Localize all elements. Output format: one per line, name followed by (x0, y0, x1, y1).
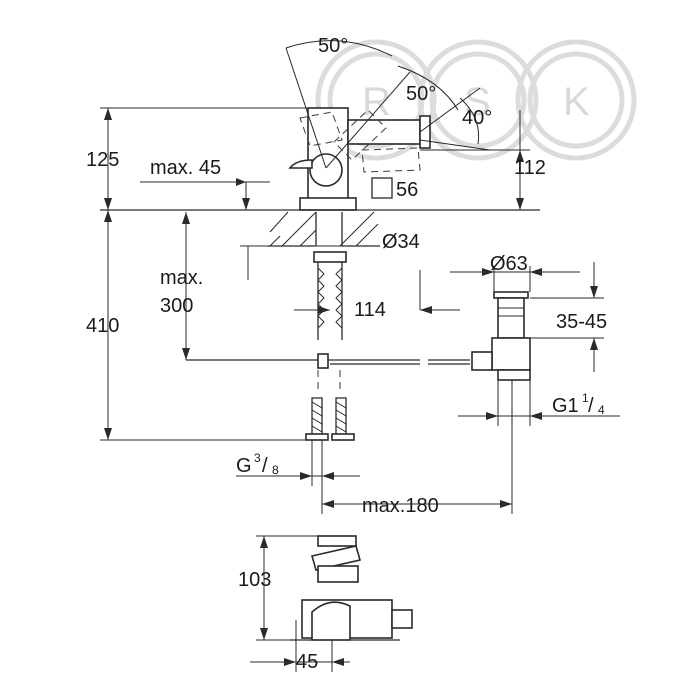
watermark-letter-r: R (362, 80, 391, 124)
spout-aerator (419, 115, 431, 149)
tap-lever-hub (309, 153, 343, 187)
label-g38: G (236, 455, 252, 477)
label-g38-numerator: 3 (254, 451, 261, 465)
label-square-56: 56 (396, 179, 418, 201)
label-g38-slash: / (262, 455, 268, 477)
drain-assembly (471, 291, 531, 381)
label-angle-top: 50° (318, 35, 348, 57)
tap-spout (347, 119, 421, 145)
watermark-letter-s: S (464, 80, 491, 124)
label-diameter-34: Ø34 (382, 231, 420, 253)
pop-up-rod (186, 353, 470, 369)
label-height-103: 103 (238, 569, 271, 591)
label-dim-114: 114 (354, 299, 386, 321)
label-max-180: max.180 (362, 495, 439, 517)
label-g1-slash: / (588, 395, 594, 417)
label-max: max. (160, 267, 203, 289)
tap-lever (288, 159, 313, 169)
label-g1: G1 (552, 395, 579, 417)
label-width-45: 45 (296, 651, 318, 673)
label-max-45: max. 45 (150, 157, 221, 179)
tap-main-view (100, 40, 491, 211)
label-300: 300 (160, 295, 193, 317)
square-symbol-icon (371, 177, 393, 199)
label-angle-right: 50° (406, 83, 436, 105)
watermark-logo: R S K (315, 39, 637, 161)
tap-bottom-view (250, 535, 413, 672)
tap-base (299, 197, 357, 211)
label-height-112: 112 (514, 157, 546, 179)
label-height-125: 125 (86, 149, 119, 171)
countertop-section (100, 209, 540, 247)
label-g1-numerator: 1 (582, 391, 589, 405)
label-g1-denominator: 4 (598, 403, 605, 417)
watermark-letter-k: K (563, 80, 590, 124)
label-diameter-63: Ø63 (490, 253, 528, 275)
dimension-lines (100, 108, 620, 514)
label-g38-denominator: 8 (272, 463, 279, 477)
supply-hoses (305, 251, 355, 441)
label-angle-tilt: 40° (462, 107, 492, 129)
label-height-410: 410 (86, 315, 119, 337)
dimension-labels: 50° 50° 40° 125 max. 45 112 56 Ø34 Ø63 m… (86, 35, 607, 673)
label-range-35-45: 35-45 (556, 311, 607, 333)
